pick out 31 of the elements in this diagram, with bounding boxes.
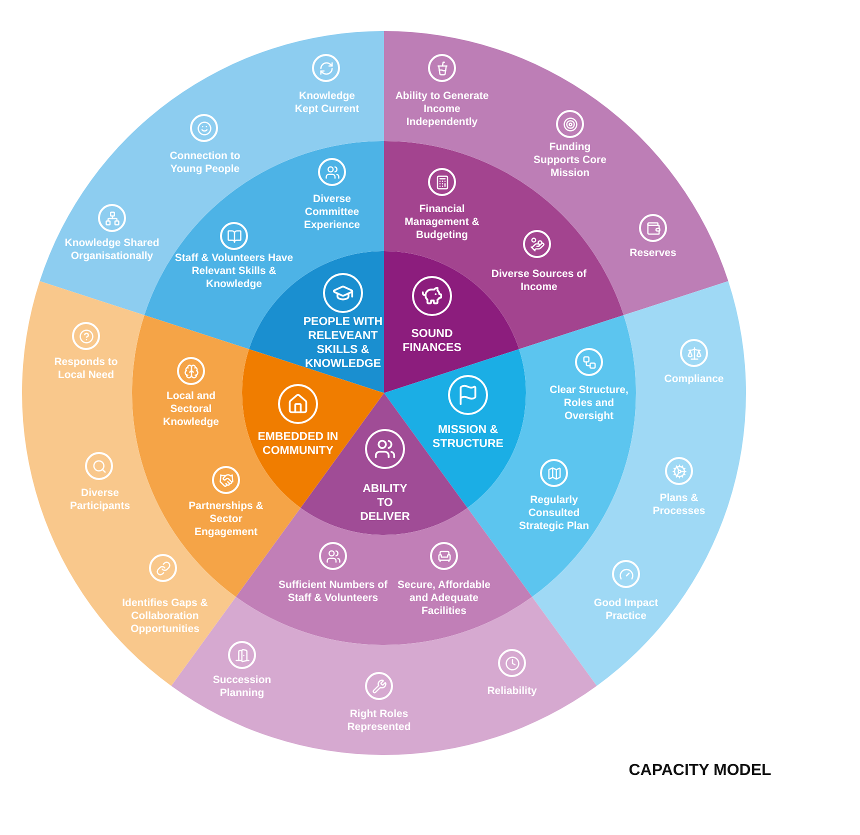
capacity-label: Ability to Generate Income Independently (394, 90, 490, 128)
capacity-label: Local and Sectoral Knowledge (162, 390, 220, 428)
capacity-label: Financial Management & Budgeting (404, 203, 480, 242)
capacity-label: Succession Planning (212, 674, 272, 700)
capacity-label: Knowledge Shared Organisationally (64, 237, 160, 263)
capacity-label: Diverse Committee Experience (302, 193, 362, 232)
capacity-label: Compliance (663, 373, 725, 386)
segment-title: SOUND FINANCES (402, 327, 462, 356)
capacity-label: Clear Structure, Roles and Oversight (548, 384, 630, 422)
capacity-label: Diverse Participants (68, 487, 132, 513)
capacity-label: Funding Supports Core Mission (532, 141, 608, 180)
capacity-label: Right Roles Represented (346, 708, 412, 734)
capacity-label: Good Impact Practice (592, 597, 660, 623)
capacity-label: Connection to Young People (168, 150, 242, 176)
model-title: CAPACITY MODEL (628, 762, 772, 780)
capacity-label: Sufficient Numbers of Staff & Volunteers (277, 579, 389, 605)
segment-title: ABILITY TO DELIVER (359, 482, 411, 524)
capacity-label: Staff & Volunteers Have Relevant Skills & Knowledge (174, 252, 294, 290)
capacity-label: Diverse Sources of Income (491, 268, 587, 294)
segment-title: MISSION & STRUCTURE (432, 423, 504, 452)
capacity-label: Responds to Local Need (53, 356, 119, 382)
capacity-label: Reliability (486, 685, 538, 698)
capacity-label: Partnerships & Sector Engagement (188, 500, 264, 538)
capacity-label: Regularly Consulted Strategic Plan (518, 494, 590, 532)
capacity-label: Reserves (628, 247, 678, 260)
capacity-label: Plans & Processes (652, 492, 706, 518)
segment-title: EMBEDDED IN COMMUNITY (256, 430, 340, 458)
segment-title: PEOPLE WITH RELEVEANT SKILLS & KNOWLEDGE (302, 315, 384, 372)
capacity-label: Secure, Affordable and Adequate Facilities (396, 579, 492, 618)
capacity-label: Knowledge Kept Current (294, 90, 360, 116)
capacity-label: Identifies Gaps & Collaboration Opportunities (121, 597, 209, 636)
